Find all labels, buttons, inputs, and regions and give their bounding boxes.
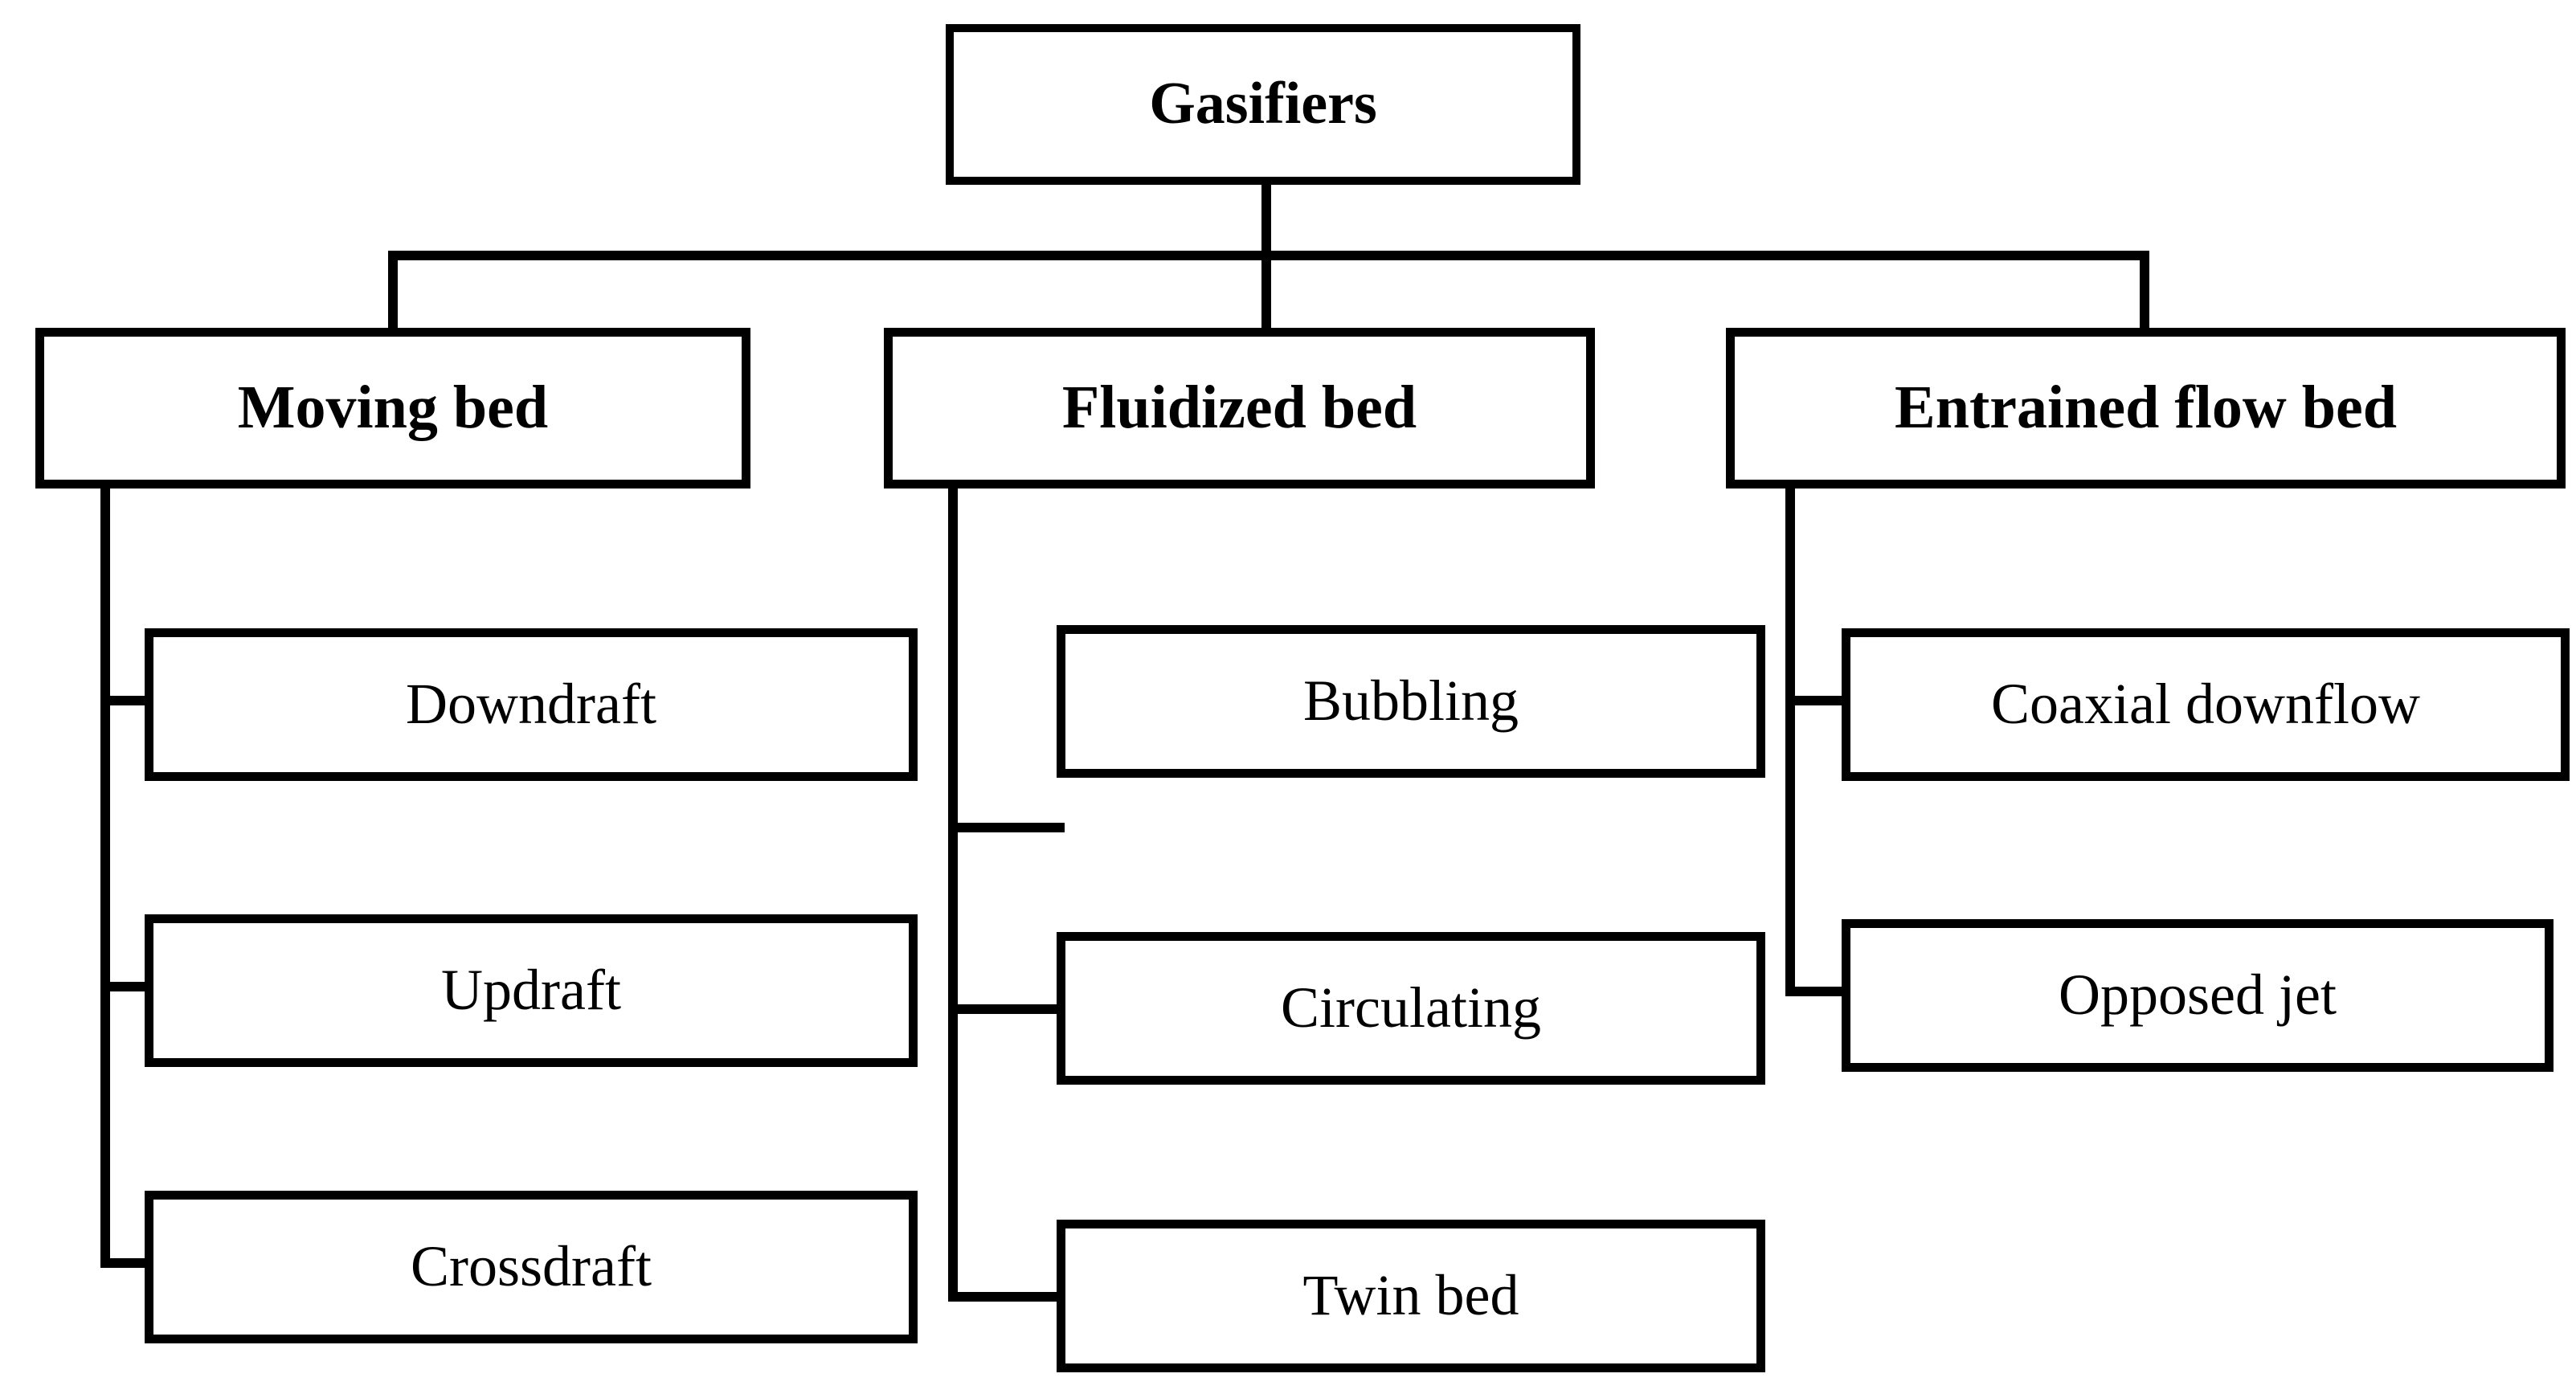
node-bubbling[interactable]: Bubbling: [1057, 625, 1765, 778]
node-opposed-jet[interactable]: Opposed jet: [1842, 919, 2554, 1072]
connector-stub-twin-bed: [948, 1292, 1065, 1302]
connector-drop-entrained-flow-bed: [2140, 251, 2149, 331]
connector-stub-crossdraft: [100, 1258, 153, 1268]
node-updraft-label: Updraft: [441, 958, 621, 1023]
node-coaxial-downflow-label: Coaxial downflow: [1991, 672, 2420, 737]
node-crossdraft-label: Crossdraft: [411, 1234, 652, 1299]
node-gasifiers-label: Gasifiers: [1149, 71, 1377, 137]
node-opposed-jet-label: Opposed jet: [2059, 963, 2337, 1028]
node-fluidized-bed-label: Fluidized bed: [1061, 374, 1417, 442]
node-coaxial-downflow[interactable]: Coaxial downflow: [1842, 628, 2570, 781]
connector-trunk-fluidized-bed: [948, 482, 958, 1302]
node-bubbling-label: Bubbling: [1302, 668, 1519, 734]
connector-drop-fluidized-bed: [1261, 251, 1271, 331]
connector-trunk-moving-bed: [100, 482, 110, 1268]
node-crossdraft[interactable]: Crossdraft: [145, 1191, 918, 1343]
connector-stub-circulating: [948, 1004, 1065, 1014]
node-fluidized-bed[interactable]: Fluidized bed: [884, 328, 1595, 489]
node-downdraft-label: Downdraft: [406, 672, 656, 737]
node-moving-bed[interactable]: Moving bed: [35, 328, 750, 489]
node-entrained-flow-bed-label: Entrained flow bed: [1895, 374, 2397, 442]
connector-stub-bubbling: [948, 823, 1065, 832]
node-circulating[interactable]: Circulating: [1057, 932, 1765, 1085]
node-entrained-flow-bed[interactable]: Entrained flow bed: [1726, 328, 2566, 489]
node-updraft[interactable]: Updraft: [145, 914, 918, 1067]
node-moving-bed-label: Moving bed: [237, 374, 549, 442]
connector-trunk-entrained-flow-bed: [1785, 482, 1795, 996]
node-twin-bed[interactable]: Twin bed: [1057, 1220, 1765, 1372]
node-twin-bed-label: Twin bed: [1302, 1263, 1519, 1328]
node-gasifiers[interactable]: Gasifiers: [946, 24, 1580, 185]
connector-root-stem: [1261, 183, 1271, 257]
connector-stub-coaxial-downflow: [1785, 696, 1850, 705]
connector-drop-moving-bed: [388, 251, 398, 331]
node-downdraft[interactable]: Downdraft: [145, 628, 918, 781]
connector-stub-downdraft: [100, 696, 153, 705]
node-circulating-label: Circulating: [1281, 975, 1541, 1040]
connector-stub-opposed-jet: [1785, 987, 1850, 996]
connector-stub-updraft: [100, 982, 153, 991]
